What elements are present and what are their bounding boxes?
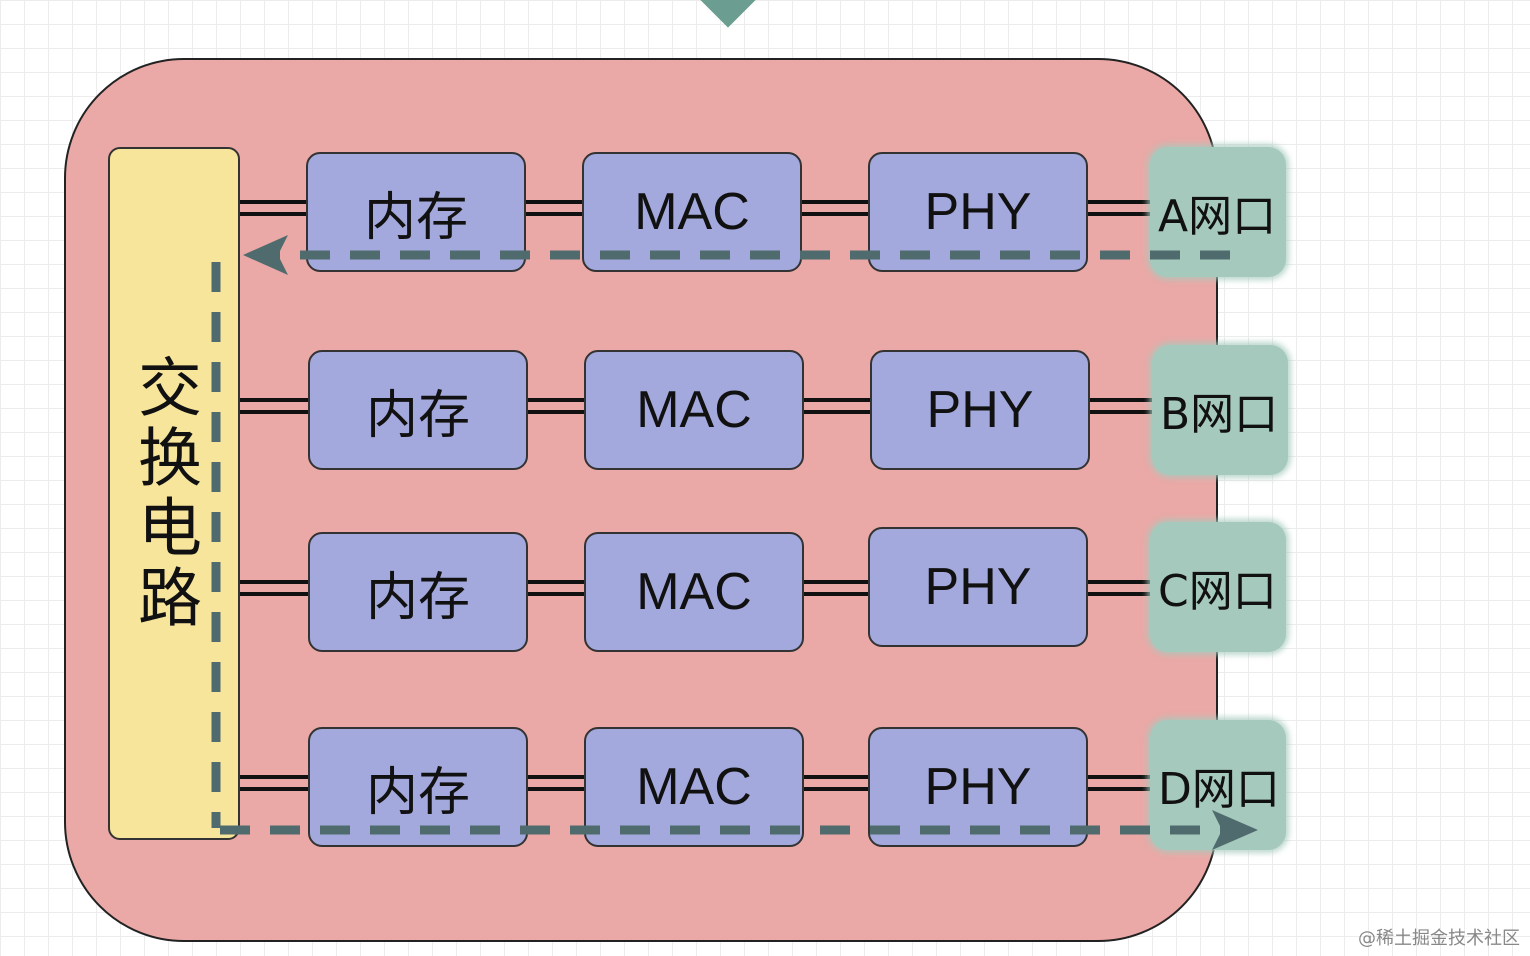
- memory-block-c: 内存: [308, 532, 528, 652]
- link-switch-memory-a: [240, 200, 308, 216]
- link-memory-mac-b: [528, 398, 586, 414]
- mac-block-c: MAC: [584, 532, 804, 652]
- link-phy-port-b: [1090, 398, 1154, 414]
- link-switch-memory-b: [240, 398, 310, 414]
- flow-arrowhead-right: [1212, 810, 1258, 850]
- link-phy-port-c: [1088, 580, 1152, 596]
- link-phy-port-d: [1088, 775, 1152, 791]
- phy-block-b: PHY: [870, 350, 1090, 470]
- link-memory-mac-c: [528, 580, 586, 596]
- link-switch-memory-d: [240, 775, 310, 791]
- link-mac-phy-d: [804, 775, 870, 791]
- phy-block-d: PHY: [868, 727, 1088, 847]
- link-mac-phy-b: [804, 398, 872, 414]
- watermark: @稀土掘金技术社区: [1358, 928, 1520, 949]
- link-mac-phy-c: [804, 580, 870, 596]
- memory-block-a: 内存: [306, 152, 526, 272]
- link-phy-port-a: [1088, 200, 1152, 216]
- port-c: C网口: [1150, 522, 1286, 652]
- switch-circuit-label: 交换电路: [127, 353, 201, 634]
- link-mac-phy-a: [802, 200, 870, 216]
- mac-block-b: MAC: [584, 350, 804, 470]
- link-memory-mac-d: [528, 775, 586, 791]
- port-b: B网口: [1152, 345, 1288, 475]
- link-memory-mac-a: [526, 200, 584, 216]
- link-switch-memory-c: [240, 580, 310, 596]
- phy-block-c: PHY: [868, 527, 1088, 647]
- flow-arrowhead-left: [243, 235, 288, 275]
- memory-block-b: 内存: [308, 350, 528, 470]
